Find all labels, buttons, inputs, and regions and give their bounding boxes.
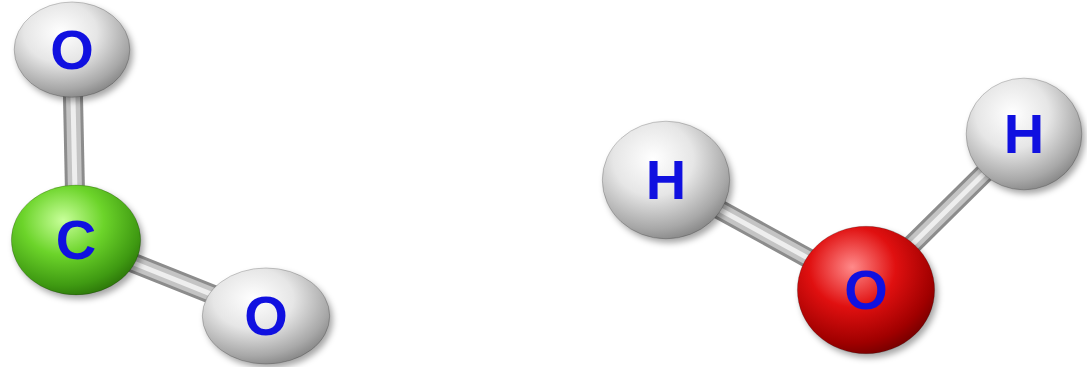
element-symbol: H [1004,106,1044,162]
bond-stick [909,171,987,248]
bond-stick [130,261,215,295]
atom-ball: O [201,267,331,365]
atom-label-holder: O [796,225,936,355]
element-symbol: O [244,288,288,344]
bond-body [716,208,812,261]
bond-body [130,261,215,295]
atom-ball: O [796,225,936,355]
bond-shadow [909,171,987,248]
element-symbol: C [56,212,96,268]
atom-label-holder: O [201,267,331,365]
element-symbol: H [646,152,686,208]
atom-label-holder: H [965,77,1083,191]
element-symbol: O [844,262,888,318]
bond-shadow [73,94,75,190]
atom-label-holder: O [13,1,131,98]
atom-ball: H [601,120,731,240]
bond-highlight [716,208,812,261]
atom-ball: H [965,77,1083,191]
bond-shadow [716,208,812,261]
atom-ball: O [13,1,131,98]
element-symbol: O [50,22,94,78]
bond-stick [73,94,75,190]
bond-shadow [130,261,215,295]
atom-label-holder: C [10,184,142,296]
bond-highlight [130,261,215,295]
bond-body [909,171,987,248]
bond-highlight [909,171,987,248]
atom-label-holder: H [601,120,731,240]
atom-ball: C [10,184,142,296]
bond-body [73,94,75,190]
bond-highlight [73,94,75,190]
bond-stick [716,208,812,261]
